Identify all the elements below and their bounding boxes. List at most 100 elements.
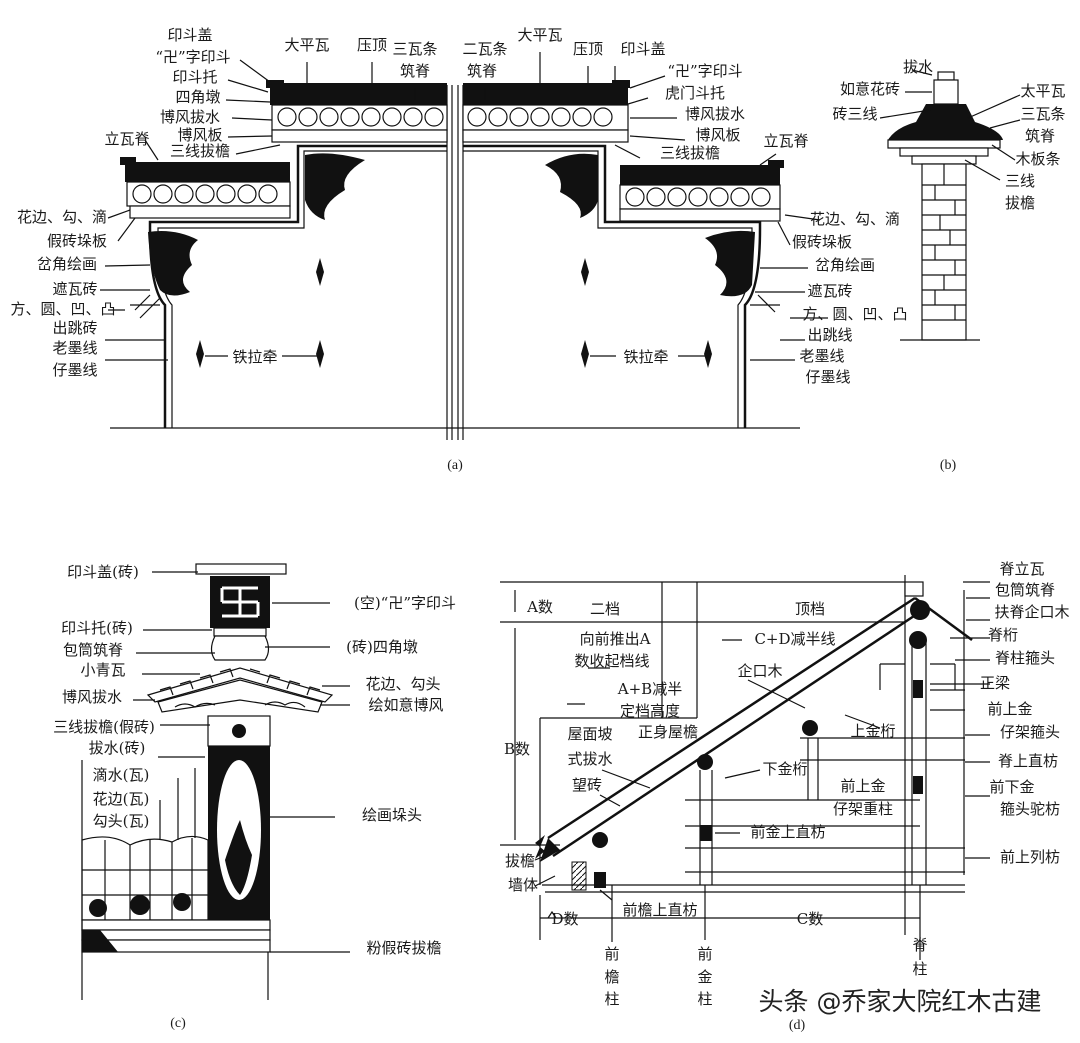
label: 花边(瓦) xyxy=(93,790,150,808)
label: 上金桁 xyxy=(850,722,895,740)
label: 前上列枋 xyxy=(1000,848,1060,866)
label: 滴水(瓦) xyxy=(93,766,150,784)
label: 花边、勾、滴 xyxy=(810,210,900,228)
label: 老墨线 xyxy=(52,339,97,357)
label: 压顶 xyxy=(573,40,603,58)
label: 筑脊 xyxy=(1025,127,1055,145)
label: 仔架箍头 xyxy=(1000,723,1060,741)
label: 出跳线 xyxy=(807,326,852,344)
label: 勾头(瓦) xyxy=(93,812,150,830)
panel-d-labels: A数 二档 顶档 向前推出A 数收起档线 C+D减半线 A+B减半 定档高度 企… xyxy=(504,560,1070,1033)
label: B数 xyxy=(504,740,530,758)
label: 脊桁 xyxy=(988,626,1018,644)
label: 印斗托 xyxy=(172,68,217,86)
label: 岔角绘画 xyxy=(815,256,875,274)
label: 拔檐 xyxy=(505,852,535,870)
label: 前 xyxy=(604,945,619,963)
label: 三线拔檐 xyxy=(170,142,230,160)
label: 前上金 xyxy=(840,777,885,795)
label: 仔架重柱 xyxy=(833,800,893,818)
label: 式拔水 xyxy=(567,750,612,768)
panel-a-labels: 印斗盖 “卍”字印斗 印斗托 四角墩 博风拔水 博风板 三线拔檐 立瓦脊 大平瓦… xyxy=(10,26,907,473)
label: 正身屋檐 xyxy=(638,723,698,741)
label: 屋面坡 xyxy=(567,725,612,743)
leader-lines-c xyxy=(133,571,350,953)
label: 三线 xyxy=(1005,172,1035,190)
label: 前上金 xyxy=(987,700,1032,718)
label: C+D减半线 xyxy=(754,630,835,648)
label: 遮瓦砖 xyxy=(52,280,97,298)
label: 脊上直枋 xyxy=(998,752,1058,770)
label: 柱 xyxy=(912,960,927,978)
label: 博风板 xyxy=(695,126,740,144)
panel-a-drawing xyxy=(100,52,828,440)
label: 望砖 xyxy=(572,776,602,794)
label: 铁拉牵 xyxy=(232,348,277,366)
label: (空)“卍”字印斗 xyxy=(354,594,456,612)
label: 箍头驼枋 xyxy=(1000,800,1060,818)
label: 正梁 xyxy=(980,674,1010,692)
label: 筑脊 xyxy=(467,62,497,80)
label: 包筒筑脊 xyxy=(995,581,1055,599)
label: 四角墩 xyxy=(175,88,220,106)
label: 下金桁 xyxy=(762,760,807,778)
label: 墙体 xyxy=(508,876,538,894)
label: 向前推出A xyxy=(580,630,651,648)
label: 柱 xyxy=(604,990,619,1008)
label: 方、圆、凹、凸 xyxy=(802,305,907,323)
label: 花边、勾头 xyxy=(365,675,440,693)
label: 博风拔水 xyxy=(685,105,745,123)
label: 博风板 xyxy=(177,126,222,144)
label: 压顶 xyxy=(357,36,387,54)
tie-rod-markers xyxy=(196,258,712,368)
leader-lines-a xyxy=(100,52,828,361)
label: 博风拔水 xyxy=(62,688,122,706)
label: 立瓦脊 xyxy=(763,132,808,150)
label: 出跳砖 xyxy=(52,319,97,337)
label: 三瓦条 xyxy=(1020,105,1065,123)
panel-d-drawing xyxy=(500,575,990,960)
label: 如意花砖 xyxy=(840,80,900,98)
label: 前檐上直枋 xyxy=(622,901,697,919)
label: 大平瓦 xyxy=(517,26,562,44)
label: “卍”字印斗 xyxy=(155,48,230,66)
label: 遮瓦砖 xyxy=(807,282,852,300)
label: 立瓦脊 xyxy=(104,130,149,148)
label: 小青瓦 xyxy=(80,661,125,679)
label: 脊 xyxy=(912,936,927,954)
label: 包筒筑脊 xyxy=(63,641,123,659)
panel-d-caption: (d) xyxy=(789,1018,806,1033)
label: 企口木 xyxy=(737,662,782,680)
label: 博风拔水 xyxy=(160,108,220,126)
label: 数收起档线 xyxy=(574,652,649,670)
label: 三线拔檐 xyxy=(660,144,720,162)
label: A+B减半 xyxy=(617,680,682,698)
label: 拔水 xyxy=(903,58,933,76)
label: 拔水(砖) xyxy=(89,739,146,757)
label: 三瓦条 xyxy=(392,40,437,58)
label: 大平瓦 xyxy=(284,36,329,54)
label: 脊立瓦 xyxy=(999,560,1044,578)
label: (砖)四角墩 xyxy=(346,638,418,656)
label: D数 xyxy=(551,910,578,928)
label: 二瓦条 xyxy=(462,40,507,58)
label: 假砖垛板 xyxy=(47,232,107,250)
label: 仔墨线 xyxy=(52,361,97,379)
label: 印斗托(砖) xyxy=(61,619,133,637)
label: 假砖垛板 xyxy=(792,233,852,251)
label: 印斗盖 xyxy=(620,40,665,58)
panel-c-drawing xyxy=(81,563,350,1000)
label: 前下金 xyxy=(989,778,1034,796)
watermark: 头条 @乔家大院红木古建 xyxy=(759,987,1042,1016)
label: 方、圆、凹、凸 xyxy=(10,300,115,318)
label: 绘如意博风 xyxy=(368,696,443,714)
panel-c-labels: 印斗盖(砖) (空)“卍”字印斗 印斗托(砖) (砖)四角墩 包筒筑脊 小青瓦 … xyxy=(53,563,456,1031)
label: A数 xyxy=(526,598,553,616)
label: 粉假砖拔檐 xyxy=(366,939,441,957)
label: 扶脊企口木 xyxy=(994,603,1069,621)
label: “卍”字印斗 xyxy=(667,62,742,80)
panel-b-labels: 拔水 如意花砖 砖三线 太平瓦 三瓦条 筑脊 木板条 三线 拔檐 (b) xyxy=(832,58,1065,473)
label: 岔角绘画 xyxy=(37,255,97,273)
